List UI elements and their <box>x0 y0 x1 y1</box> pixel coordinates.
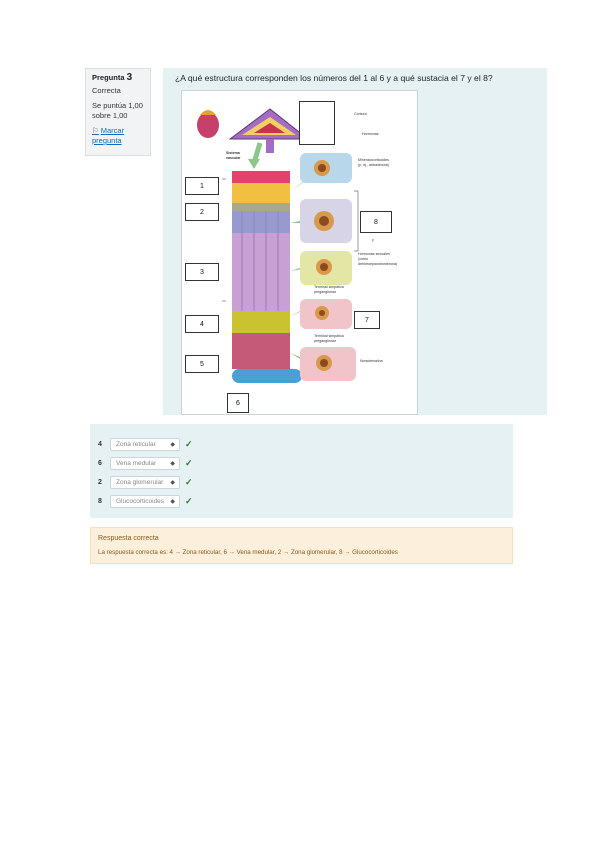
label-corteza: Corteza <box>354 112 367 116</box>
question-content: ¿A qué estructura corresponden los númer… <box>163 68 547 415</box>
figure-box-3: 3 <box>185 263 219 281</box>
chevron-down-icon: ◆ <box>170 498 175 505</box>
label-sexuales-ej1: (como <box>358 257 368 261</box>
chevron-down-icon: ◆ <box>170 441 175 448</box>
answer-number: 2 <box>98 478 102 486</box>
adrenal-figure: Corteza Hormonas Mineralocorticoides (p.… <box>181 90 418 415</box>
question-number: Pregunta 3 <box>92 72 133 83</box>
label-terminal1a: Terminal simpática <box>314 285 344 289</box>
figure-box-1: 1 <box>185 177 219 195</box>
answer-row: 2 Zona glomerular◆ ✓ <box>98 475 193 489</box>
question-text: ¿A qué estructura corresponden los númer… <box>175 73 493 83</box>
answer-row: 4 Zona reticular◆ ✓ <box>98 437 193 451</box>
label-hormonas-sexuales: Hormonas sexuales <box>358 252 390 256</box>
answer-row: 8 Glucocorticoides◆ ✓ <box>98 494 193 508</box>
answer-number: 4 <box>98 440 102 448</box>
label-mineralocorticoides: Mineralocorticoides <box>358 158 389 162</box>
figure-box-4: 4 <box>185 315 219 333</box>
label-noradrenalina: Noradrenalina <box>360 359 383 363</box>
figure-box-8: 8 <box>360 211 392 233</box>
answer-select[interactable]: Zona glomerular◆ <box>110 475 180 489</box>
chevron-down-icon: ◆ <box>170 479 175 486</box>
adrenal-illustration: Corteza Hormonas Mineralocorticoides (p.… <box>197 108 397 383</box>
figure-box-2: 2 <box>185 203 219 221</box>
label-terminal1b: preganglionar <box>314 290 337 294</box>
flag-icon: ⚐ <box>92 126 99 135</box>
answer-number: 8 <box>98 497 102 505</box>
figure-box-6: 6 <box>227 393 249 413</box>
figure-box-5: 5 <box>185 355 219 373</box>
label-left2: vascular <box>226 156 241 160</box>
feedback-title: Respuesta correcta <box>98 535 159 542</box>
question-state: Correcta <box>92 86 121 95</box>
answer-select[interactable]: Zona reticular◆ <box>110 437 180 451</box>
chevron-down-icon: ◆ <box>170 460 175 467</box>
check-icon: ✓ <box>185 438 193 449</box>
feedback-panel: Respuesta correcta La respuesta correcta… <box>90 527 513 564</box>
flag-question-link[interactable]: ⚐Marcar pregunta <box>92 126 125 145</box>
check-icon: ✓ <box>185 476 193 487</box>
label-terminal2a: Terminal simpática <box>314 334 344 338</box>
feedback-text: La respuesta correcta es: 4 → Zona retic… <box>98 549 398 556</box>
answer-number: 6 <box>98 459 102 467</box>
answer-select[interactable]: Glucocorticoides◆ <box>110 494 180 508</box>
label-left1: Sistema <box>226 151 241 155</box>
answer-area: 4 Zona reticular◆ ✓ 6 Vena medular◆ ✓ 2 … <box>90 424 513 518</box>
answer-row: 6 Vena medular◆ ✓ <box>98 456 193 470</box>
answer-select[interactable]: Vena medular◆ <box>110 456 180 470</box>
figure-box-7: 7 <box>354 311 380 329</box>
check-icon: ✓ <box>185 457 193 468</box>
label-terminal2b: preganglionar <box>314 339 337 343</box>
label-y: y <box>372 238 374 242</box>
question-grade: Se puntúa 1,00 sobre 1,00 <box>92 101 143 120</box>
label-hormonas: Hormonas <box>362 132 379 136</box>
check-icon: ✓ <box>185 495 193 506</box>
label-mineralo-ej: (p. ej., aldosterona) <box>358 163 389 167</box>
question-info-panel: Pregunta 3 Correcta Se puntúa 1,00 sobre… <box>85 68 151 156</box>
figure-blank-box <box>299 101 335 145</box>
label-sexuales-ej2: dehidroepiandrosterona) <box>358 262 397 266</box>
